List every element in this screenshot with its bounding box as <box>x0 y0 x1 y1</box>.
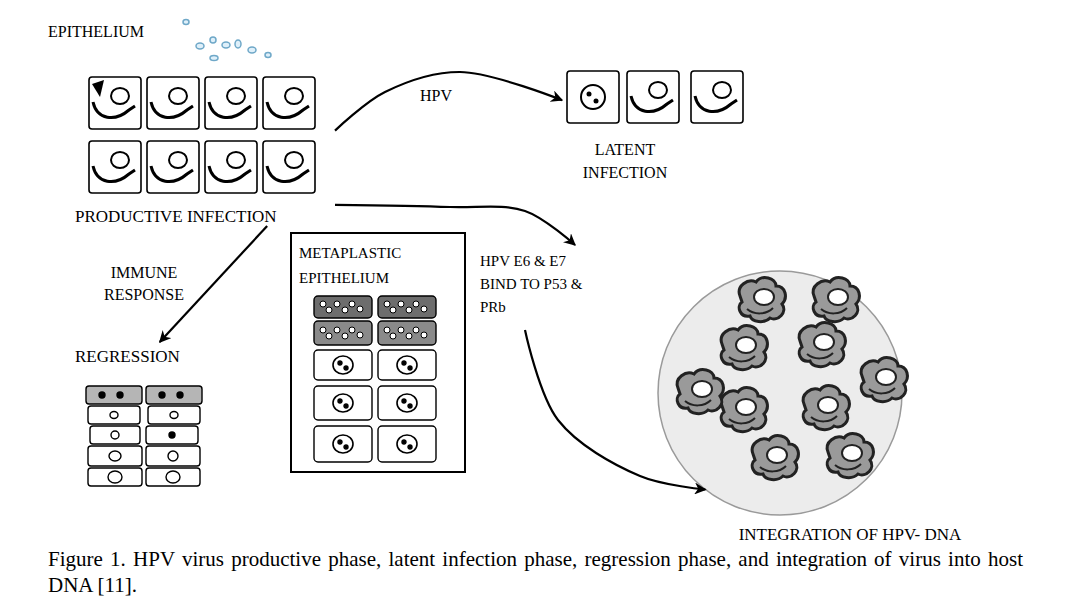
metaplastic-cell <box>378 426 436 462</box>
epithelial-cell <box>627 71 679 123</box>
virus-particle <box>210 37 216 43</box>
regressing-cell <box>90 426 140 444</box>
edge-label: HPV E6 & E7 BIND TO P53 & PRb <box>480 250 592 319</box>
cell-nucleus <box>168 451 178 461</box>
cell-nucleus <box>333 356 353 374</box>
cell-nucleus <box>169 432 175 438</box>
cell-nucleus <box>110 412 118 419</box>
dysplastic-cell <box>378 321 436 345</box>
productive-cells <box>89 77 315 193</box>
regression-group: REGRESSION <box>72 342 207 490</box>
flow-arrow <box>335 72 562 131</box>
virus-particle <box>222 42 230 48</box>
virus-particle <box>235 40 241 48</box>
regressing-cell <box>148 406 200 424</box>
metaplastic-box: METAPLASTIC EPITHELIUM <box>290 232 466 473</box>
epithelial-cell <box>89 141 141 193</box>
cell-dots <box>159 392 183 398</box>
virus-particle <box>265 53 271 58</box>
edge-label: HPV <box>420 86 480 106</box>
epithelial-cell <box>263 141 315 193</box>
cell-nucleus <box>397 435 417 453</box>
regressing-cell <box>146 426 198 444</box>
edge-label: IMMUNE RESPONSE <box>90 262 198 306</box>
epithelial-cell <box>89 77 141 129</box>
cell-granules <box>384 301 427 313</box>
epithelial-cell <box>205 77 257 129</box>
node-label: PRODUCTIVE INFECTION <box>75 206 335 227</box>
metaplastic-cell <box>314 350 372 380</box>
metaplastic-cell <box>378 386 436 420</box>
cell-nucleus <box>108 471 122 483</box>
cell-granules <box>384 327 427 339</box>
cell-nucleus <box>333 394 353 412</box>
metaplastic-cell <box>378 350 436 380</box>
dysplastic-cell <box>314 296 372 318</box>
integration-circle <box>658 271 902 515</box>
latent-cells <box>567 71 743 123</box>
regressing-cell <box>88 446 142 466</box>
node-label: EPITHELIUM <box>48 22 248 42</box>
virus-entry-mark <box>92 80 104 97</box>
node-label: METAPLASTIC EPITHELIUM <box>299 241 439 291</box>
virus-particle <box>183 20 189 25</box>
cell-nucleus <box>333 435 353 453</box>
arrow-path <box>335 72 562 131</box>
node-label: LATENT INFECTION <box>562 138 688 184</box>
cell-granules <box>320 327 363 339</box>
arrow-path <box>160 226 267 342</box>
metaplastic-cells <box>314 296 436 462</box>
epithelial-cell <box>691 71 743 123</box>
cell-nucleus <box>109 451 121 461</box>
node-outline <box>655 268 990 550</box>
cell-granules <box>320 301 363 313</box>
regression-cells <box>86 386 202 486</box>
epithelial-cell <box>147 77 199 129</box>
virus-particle <box>210 56 218 61</box>
epithelial-cell <box>147 141 199 193</box>
regressing-cell <box>146 386 202 404</box>
integration-node: INTEGRATION OF HPV- DNA <box>655 268 990 550</box>
cell-nucleus <box>170 412 178 419</box>
metaplastic-cell <box>314 426 372 462</box>
epithelial-cell <box>205 141 257 193</box>
epithelium-group: EPITHELIUM PRODUCTIVE INFECTION <box>40 14 335 226</box>
latent-nucleus <box>581 85 605 109</box>
latent-group: LATENT INFECTION <box>562 66 757 188</box>
regressing-cell <box>146 468 200 486</box>
cell-nucleus <box>111 431 119 439</box>
cell-nucleus <box>397 356 417 374</box>
flow-arrow <box>160 226 267 342</box>
viral-episome <box>587 92 592 97</box>
regressing-cell <box>86 386 142 404</box>
viral-episome <box>594 99 599 104</box>
virus-particles <box>183 20 271 61</box>
figure-caption: Figure 1. HPV virus productive phase, la… <box>48 546 1023 598</box>
epithelial-cell <box>263 77 315 129</box>
cell-nucleus <box>166 471 180 483</box>
metaplastic-cell <box>314 386 372 420</box>
virus-particle <box>196 43 204 49</box>
regressing-cell <box>146 446 200 466</box>
node-label: INTEGRATION OF HPV- DNA <box>715 524 985 545</box>
dysplastic-cell <box>378 296 436 318</box>
dysplastic-cell <box>314 321 372 345</box>
cell-dots <box>99 392 123 398</box>
node-label: REGRESSION <box>75 346 207 367</box>
virus-particle <box>248 47 256 53</box>
regressing-cell <box>88 468 142 486</box>
regressing-cell <box>88 406 140 424</box>
cell-nucleus <box>397 394 417 412</box>
latent-cell <box>567 71 619 123</box>
arrow-path <box>335 205 575 245</box>
